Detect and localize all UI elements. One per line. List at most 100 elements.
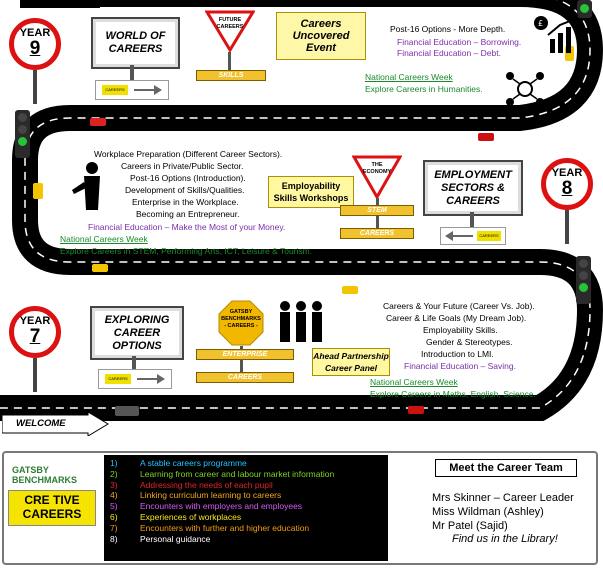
mini-careers-logo: CAREERS — [105, 374, 131, 384]
mini-careers-logo: CAREERS — [102, 85, 128, 95]
year7-topic-7: National Careers Week — [370, 377, 458, 387]
careers-strip-8: CAREERS — [340, 228, 414, 239]
year8-topic-5: Enterprise in the Workplace. — [132, 197, 239, 207]
year8-topic-7: Financial Education – Make the Most of y… — [88, 222, 286, 232]
board-post — [130, 65, 134, 85]
benchmark-number: 1) — [110, 458, 118, 468]
car-yellow-mid — [92, 264, 108, 272]
team-members: Mrs Skinner – Career Leader Miss Wildman… — [432, 491, 574, 533]
careers-strip-7: CAREERS — [196, 372, 294, 383]
car-red-2 — [478, 133, 494, 141]
network-people-icon — [506, 72, 544, 106]
benchmark-text: Addressing the needs of each pupil — [140, 479, 273, 490]
year7-topic-4: Gender & Stereotypes. — [426, 337, 513, 347]
team-member-1: Mrs Skinner – Career Leader — [432, 492, 574, 504]
benchmark-text: Experiences of workplaces — [140, 511, 242, 522]
benchmark-number: 6) — [110, 511, 118, 522]
creative-line-2: CAREERS — [22, 507, 82, 521]
sign-post-7 — [33, 358, 37, 392]
board-post-7 — [132, 356, 136, 372]
world-of-careers-board: WORLD OF CAREERS — [91, 17, 180, 69]
arrow-head-icon — [154, 85, 162, 95]
year7-topic-6: Financial Education – Saving. — [404, 361, 516, 371]
careers-arrow-sign-7: CAREERS — [98, 369, 172, 389]
gatsby-badge-line3: - CAREERS - — [224, 323, 258, 329]
year7-topic-2: Career & Life Goals (My Dream Job). — [386, 313, 527, 323]
future-careers-triangle-icon — [205, 10, 255, 52]
benchmark-item: 7)Encounters with further and higher edu… — [104, 523, 388, 534]
year8-topic-9: Explore Careers in STEM, Performing Arts… — [60, 246, 313, 256]
year-8-sign: YEAR 8 — [541, 158, 593, 210]
year9-topic-3: Financial Education – Debt. — [397, 48, 501, 58]
bottom-panel — [2, 451, 598, 565]
benchmark-number: 3) — [110, 479, 118, 490]
benchmark-text: Encounters with further and higher educa… — [140, 522, 310, 533]
benchmark-item: 4)Linking curriculum learning to careers — [104, 490, 388, 501]
arrow-icon — [453, 235, 473, 237]
ahead-partnership-box: Ahead Partnership Career Panel — [312, 348, 390, 376]
ahead-partnership-text: Ahead Partnership Career Panel — [313, 351, 389, 373]
arrow-icon — [137, 378, 159, 380]
careers-uncovered-text: Careers Uncovered Event — [292, 18, 350, 54]
gatsby-badge-line2: BENCHMARKS — [221, 316, 261, 322]
traffic-light-left — [15, 110, 30, 158]
finance-chart-icon: £ — [534, 14, 579, 53]
benchmark-text: A stable careers programme — [140, 458, 247, 468]
benchmark-text: Encounters with employers and employees — [140, 501, 303, 512]
business-people-icon — [280, 301, 322, 342]
car-yellow-left — [33, 183, 43, 199]
year-label: YEAR — [19, 27, 51, 39]
year8-topic-2: Careers in Private/Public Sector. — [121, 161, 244, 171]
benchmark-item: 3) Addressing the needs of each pupil — [104, 480, 388, 491]
year8-topic-4: Development of Skills/Qualities. — [125, 185, 245, 195]
welcome-arrow-icon — [2, 412, 109, 436]
board-label: WORLD OF CAREERS — [105, 30, 166, 55]
enterprise-strip: ENTERPRISE — [196, 349, 294, 360]
car-yellow-top — [565, 46, 574, 61]
year7-topic-3: Employability Skills. — [423, 325, 498, 335]
board-label: EXPLORING CAREER OPTIONS — [104, 313, 170, 352]
team-footer: Find us in the Library! — [452, 533, 558, 545]
year7-topic-8: Explore Careers in Maths, English, Scien… — [370, 389, 536, 399]
gatsby-logo-text: GATSBY BENCHMARKS — [12, 465, 77, 485]
gatsby-badge-line1: GATSBY — [229, 309, 253, 315]
benchmark-number: 2) — [110, 468, 118, 479]
employability-workshops-box: Employability Skills Workshops — [268, 176, 354, 208]
year9-topic-1: Post-16 Options - More Depth. — [390, 24, 506, 34]
benchmarks-list: 1) A stable careers programme 2) Learning f… — [104, 455, 388, 561]
board-post-8 — [470, 212, 474, 232]
benchmark-item: 2) Learning from career and labour market… — [104, 469, 388, 480]
economy-text: THE ECONOMY — [362, 162, 392, 175]
arrow-head-icon — [157, 374, 165, 384]
benchmark-number: 4) — [110, 490, 118, 501]
year-7-sign: YEAR 7 — [9, 306, 61, 358]
truck — [115, 406, 139, 416]
team-title-box: Meet the Career Team — [435, 459, 577, 477]
year-label: YEAR — [19, 315, 51, 327]
creative-line-1: CRE TIVE — [24, 493, 80, 507]
year8-topic-3: Post-16 Options (Introduction). — [130, 173, 246, 183]
triangle-post-8 — [376, 198, 379, 238]
year-number: 9 — [29, 38, 41, 59]
benchmark-text: Personal guidance — [140, 533, 211, 544]
year8-topic-8: National Careers Week — [60, 234, 148, 244]
benchmark-number: 5) — [110, 501, 118, 512]
team-title: Meet the Career Team — [449, 462, 563, 474]
benchmark-item: 8)Personal guidance — [104, 534, 388, 545]
year9-topic-5: Explore Careers in Humanities. — [365, 84, 483, 94]
year-number: 7 — [29, 326, 41, 347]
careers-arrow-sign-9: CAREERS — [95, 80, 169, 100]
board-label: EMPLOYMENT SECTORS & CAREERS — [434, 168, 512, 207]
year8-topic-1: Workplace Preparation (Different Career … — [94, 149, 283, 159]
benchmark-item: 6) Experiences of workplaces — [104, 512, 388, 523]
year-label: YEAR — [551, 167, 583, 179]
team-member-2: Miss Wildman (Ashley) — [432, 506, 544, 518]
year-9-sign: YEAR 9 — [9, 18, 61, 70]
mini-careers-logo: CAREERS — [477, 231, 501, 241]
svg-text:£: £ — [538, 19, 543, 28]
arrow-icon — [134, 89, 156, 91]
benchmark-text: Learning from career and labour market i… — [140, 468, 335, 479]
sign-post — [33, 70, 37, 104]
creative-careers-logo: CRE TIVE CAREERS — [8, 490, 96, 526]
gatsby-badge-text: GATSBY BENCHMARKS - CAREERS - — [218, 309, 264, 330]
